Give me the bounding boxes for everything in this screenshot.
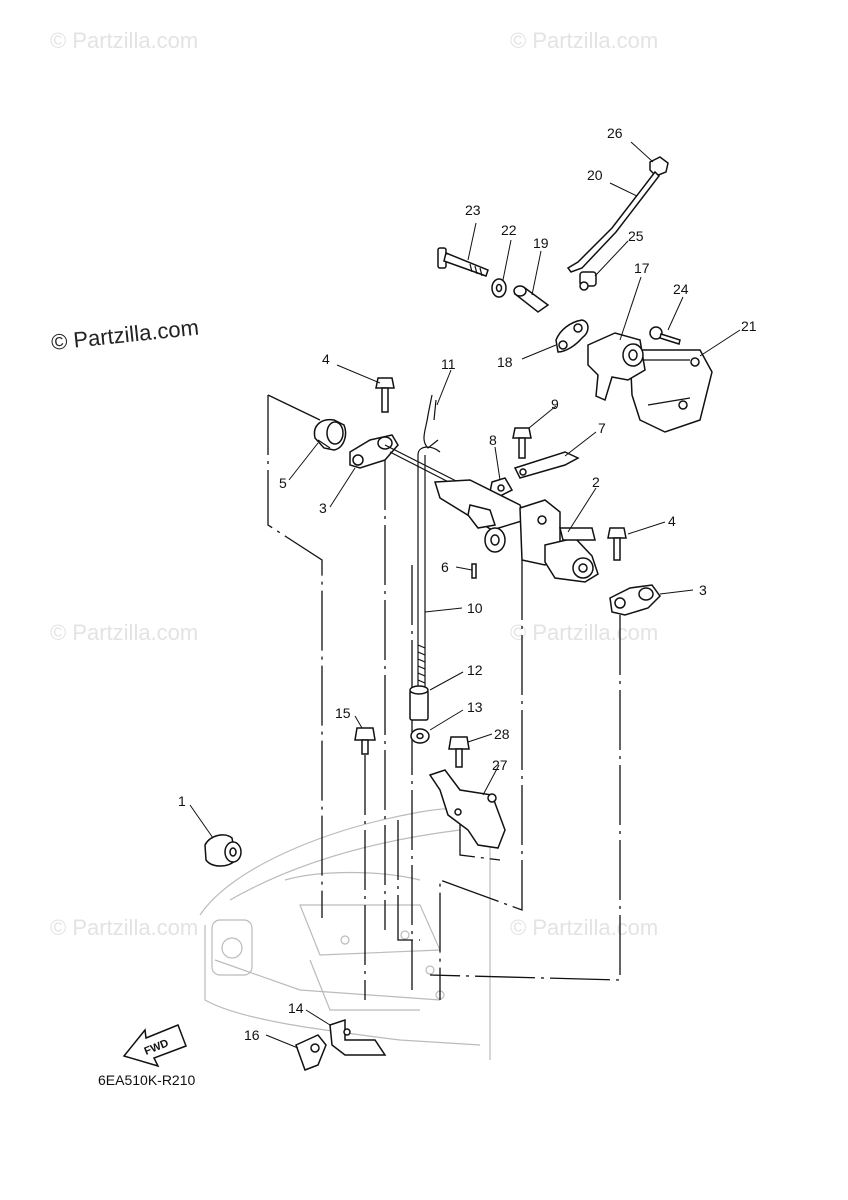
callout-26: 26 <box>607 125 623 141</box>
part-3-holder-left <box>349 434 399 469</box>
part-13-nut <box>410 728 430 744</box>
part-3-holder-right <box>609 584 661 616</box>
part-28-bolt <box>448 736 470 768</box>
part-25-clip <box>579 271 597 291</box>
part-11-clip <box>423 394 439 449</box>
part-12-collar <box>409 685 429 721</box>
callout-23: 23 <box>465 202 481 218</box>
callout-7: 7 <box>598 420 606 436</box>
watermark: © Partzilla.com <box>50 28 198 53</box>
callout-12: 12 <box>467 662 483 678</box>
callout-16: 16 <box>244 1027 260 1043</box>
fwd-arrow-icon: FWD <box>122 1024 187 1068</box>
callout-19: 19 <box>533 235 549 251</box>
callout-24: 24 <box>673 281 689 297</box>
callout-1: 1 <box>178 793 186 809</box>
watermark: © Partzilla.com <box>510 620 658 645</box>
watermark-layer: © Partzilla.com © Partzilla.com © Partzi… <box>50 28 658 940</box>
part-14-plate <box>329 1018 387 1056</box>
watermark: © Partzilla.com <box>50 915 198 940</box>
callout-8: 8 <box>489 432 497 448</box>
callout-17: 17 <box>634 260 650 276</box>
diagram-code: 6EA510K-R210 <box>98 1072 196 1088</box>
part-2-control <box>433 479 599 583</box>
watermark: © Partzilla.com <box>510 915 658 940</box>
callout-21: 21 <box>741 318 757 334</box>
part-15-bolt <box>354 727 376 755</box>
callout-labels: 26 20 23 22 19 25 17 24 21 18 4 11 9 7 8… <box>178 125 757 1043</box>
assembly-lines <box>267 394 621 1000</box>
part-24-screw <box>649 326 681 345</box>
watermark: © Partzilla.com <box>510 28 658 53</box>
part-1-grommet <box>204 834 242 867</box>
callout-20: 20 <box>587 167 603 183</box>
watermark: © Partzilla.com <box>50 620 198 645</box>
part-16-clamp <box>295 1034 327 1071</box>
callout-10: 10 <box>467 600 483 616</box>
part-7-plate <box>513 451 580 479</box>
callout-5: 5 <box>279 475 287 491</box>
part-10-rod <box>417 446 441 690</box>
callout-2: 2 <box>592 474 600 490</box>
callout-3: 3 <box>319 500 327 516</box>
callout-4: 4 <box>668 513 676 529</box>
part-23-bolt <box>437 247 489 277</box>
callout-25: 25 <box>628 228 644 244</box>
part-4-bolt-left <box>375 377 395 413</box>
callout-4: 4 <box>322 351 330 367</box>
part-9-bolt <box>512 427 532 459</box>
part-27-bracket <box>428 769 506 849</box>
callout-15: 15 <box>335 705 351 721</box>
callout-6: 6 <box>441 559 449 575</box>
part-5-bushing <box>313 418 347 451</box>
callout-3: 3 <box>699 582 707 598</box>
callout-28: 28 <box>494 726 510 742</box>
part-20-rod <box>566 170 660 273</box>
part-6-pin <box>471 563 477 579</box>
part-26-cap <box>649 156 669 177</box>
callout-14: 14 <box>288 1000 304 1016</box>
part-21-bracket <box>629 349 713 433</box>
callout-18: 18 <box>497 354 513 370</box>
callout-27: 27 <box>492 757 508 773</box>
callout-13: 13 <box>467 699 483 715</box>
part-22-washer <box>491 278 507 298</box>
callout-22: 22 <box>501 222 517 238</box>
callout-11: 11 <box>441 356 456 372</box>
callout-9: 9 <box>551 396 559 412</box>
part-18-link <box>555 319 589 353</box>
part-17-lever <box>587 332 646 402</box>
part-19-collar <box>513 285 550 313</box>
part-4-bolt-right <box>607 527 627 561</box>
leader-lines <box>189 141 741 1049</box>
watermark-main: © Partzilla.com <box>50 315 200 355</box>
